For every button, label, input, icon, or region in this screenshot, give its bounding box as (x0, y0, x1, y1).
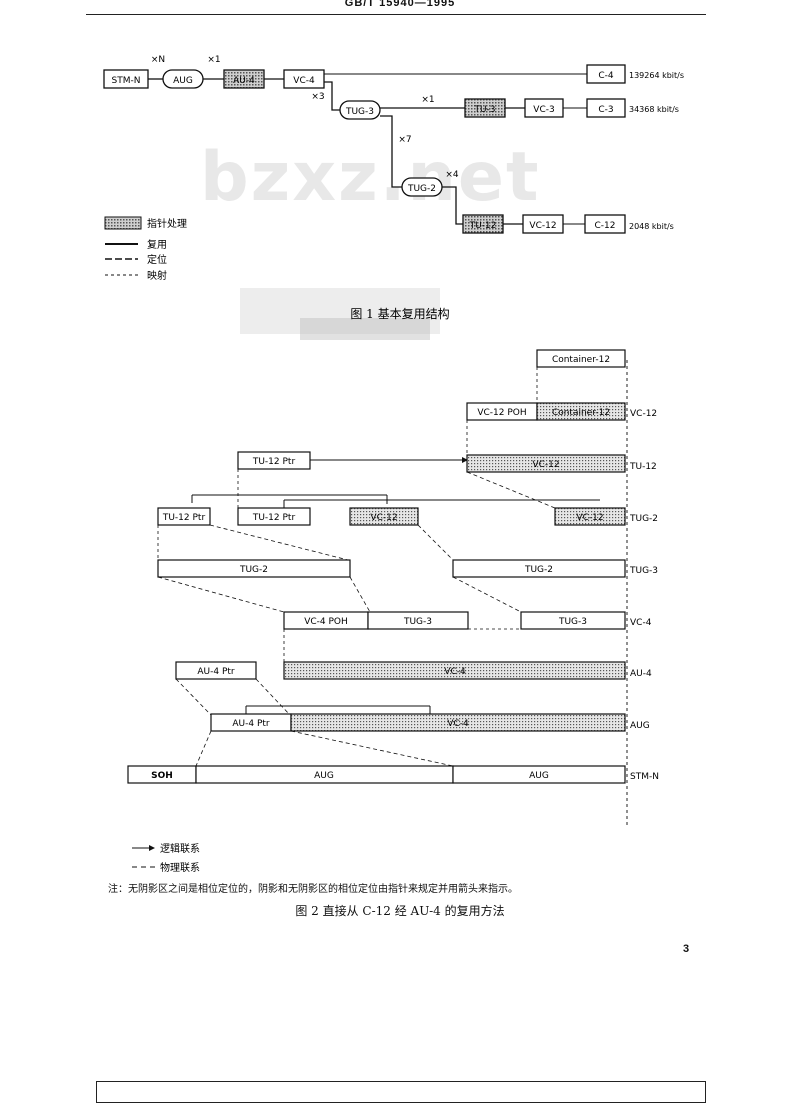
block-tu12ptr-c (237, 507, 311, 526)
label-tu12: TU-12 (469, 221, 497, 231)
box-c4 (586, 64, 626, 84)
footer-frame (96, 1081, 706, 1103)
text-soh: SOH (151, 771, 173, 781)
text-au4ptr-b: AU-4 Ptr (232, 719, 270, 729)
block-container-shaded (536, 402, 626, 421)
box-c3 (586, 98, 626, 118)
label-vc4: VC-4 (293, 76, 315, 86)
label-aug: AUG (173, 76, 193, 86)
mult-x3: ×3 (311, 92, 324, 102)
text-aug-a: AUG (314, 771, 334, 781)
text-vc4-a: VC-4 (444, 667, 466, 677)
row-label-tu12: TU-12 (629, 462, 657, 472)
text-vc12-b: VC-12 (370, 513, 397, 523)
label-c4: C-4 (598, 71, 614, 81)
rate-139264: 139264 kbit/s (629, 71, 684, 80)
watermark: bzxz.net (200, 138, 541, 217)
block-aug-b (452, 765, 626, 784)
text-vc12-a: VC-12 (532, 460, 559, 470)
row-label-stm-n: STM-N (630, 772, 659, 782)
legend-physical: 物理联系 (160, 861, 200, 874)
row-label-vc12: VC-12 (630, 409, 657, 419)
rate-2048: 2048 kbit/s (629, 222, 674, 231)
scan-artifact (240, 288, 440, 334)
text-tug3-b: TUG-3 (558, 617, 587, 627)
text-tu12ptr-c: TU-12 Ptr (252, 513, 296, 523)
block-tug3-b (520, 611, 626, 630)
block-tug2-b (452, 559, 626, 578)
row-label-vc4: VC-4 (630, 618, 652, 628)
block-vc4-b (290, 713, 626, 732)
box-tug3 (339, 100, 381, 120)
block-vc12-c (554, 507, 626, 526)
text-vc12poh: VC-12 POH (477, 408, 526, 418)
row-label-tug3: TUG-3 (629, 566, 658, 576)
text-tug2-a: TUG-2 (239, 565, 268, 575)
text-tu12ptr-a: TU-12 Ptr (252, 457, 296, 467)
figure-1-diagram: STM-N ×N AUG ×1 AU-4 VC-4 C-4 139264 kbi… (103, 55, 684, 340)
row-label-au4: AU-4 (630, 669, 652, 679)
text-au4ptr-a: AU-4 Ptr (197, 667, 235, 677)
legend-pointer: 指针处理 (147, 217, 187, 230)
text-vc4-b: VC-4 (447, 719, 469, 729)
text-container-top: Container-12 (552, 355, 610, 365)
row-label-tug2: TUG-2 (629, 514, 658, 524)
page-number: 3 (683, 943, 690, 955)
label-c12: C-12 (595, 221, 616, 231)
header-rule (86, 14, 706, 15)
standard-number-header: GB/T 15940—1995 (344, 0, 456, 9)
label-stm-n: STM-N (112, 76, 141, 86)
block-tug2-a (157, 559, 351, 578)
rate-34368: 34368 kbit/s (629, 105, 679, 114)
text-vc4poh: VC-4 POH (304, 617, 348, 627)
legend-map: 映射 (147, 270, 167, 282)
box-vc4 (283, 69, 325, 89)
block-vc4-a (283, 661, 626, 680)
legend-align: 定位 (147, 253, 167, 266)
text-vc12-c: VC-12 (576, 513, 603, 523)
label-c3: C-3 (598, 105, 613, 115)
text-tug3-a: TUG-3 (403, 617, 432, 627)
legend-multiplex: 复用 (147, 238, 167, 251)
label-vc3: VC-3 (533, 105, 554, 115)
label-vc12: VC-12 (529, 221, 556, 231)
legend-pointer-swatch (104, 216, 142, 230)
mult-xn: ×N (151, 55, 165, 65)
block-container-top (536, 349, 626, 368)
block-tug3-a (367, 611, 469, 630)
label-au4: AU-4 (233, 76, 255, 86)
figure-2-diagram: Container-12 VC-12 POH Container-12 VC-1… (127, 349, 659, 874)
row-label-aug: AUG (630, 721, 650, 731)
box-c12 (584, 214, 626, 234)
mult-x7: ×7 (398, 135, 411, 145)
label-tu3: TU-3 (473, 105, 495, 115)
block-vc12-b (349, 507, 419, 526)
label-tug3: TUG-3 (345, 107, 374, 117)
text-tu12ptr-b: TU-12 Ptr (162, 513, 206, 523)
mult-x1a: ×1 (207, 55, 220, 65)
figure-2-note: 注：无阴影区之间是相位定位的，阴影和无阴影区的相位定位由指针来规定并用箭头来指示… (108, 884, 518, 895)
block-au4ptr-a (175, 661, 257, 680)
figure-2-caption: 图 2 直接从 C-12 经 AU-4 的复用方法 (295, 904, 505, 918)
text-aug-b: AUG (529, 771, 549, 781)
block-tu12ptr-b (157, 507, 211, 526)
mult-x1b: ×1 (421, 95, 434, 105)
legend-logical: 逻辑联系 (160, 842, 200, 855)
mult-x4: ×4 (445, 170, 459, 180)
figure-1-caption: 图 1 基本复用结构 (350, 306, 449, 321)
block-vc12-a (466, 454, 626, 473)
text-tug2-b: TUG-2 (524, 565, 553, 575)
label-tug2: TUG-2 (407, 184, 436, 194)
text-container-shaded: Container-12 (552, 408, 610, 418)
